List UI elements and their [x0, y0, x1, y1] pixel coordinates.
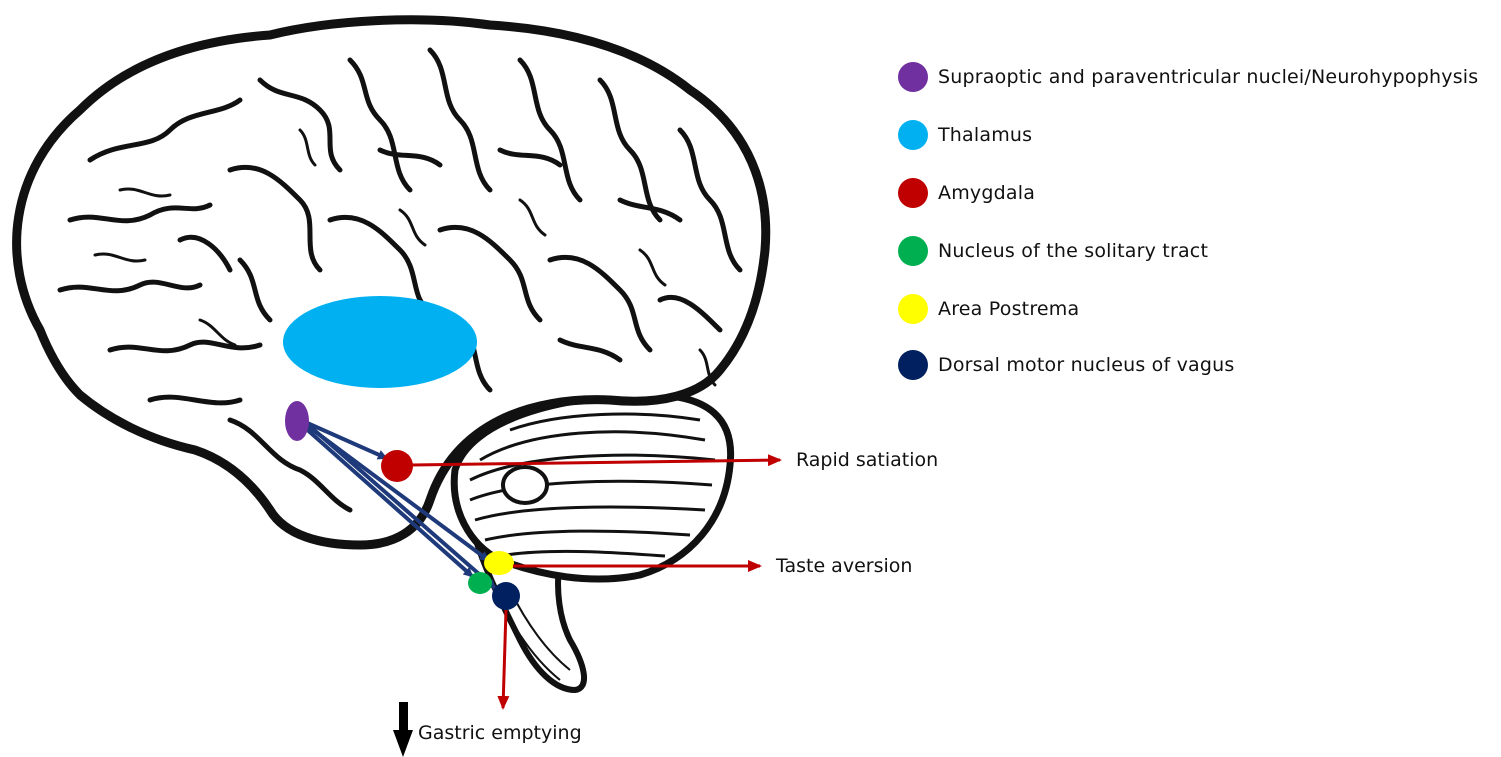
legend-item-thalamus: Thalamus	[898, 118, 1032, 152]
cyan-circle-icon	[898, 120, 928, 150]
legend-label: Area Postrema	[938, 298, 1080, 320]
amygdala-marker	[381, 450, 413, 482]
thalamus-region	[283, 296, 477, 388]
outcome-rapid-satiation: Rapid satiation	[796, 449, 939, 471]
green-circle-icon	[898, 236, 928, 266]
supraoptic-nucleus-marker	[285, 401, 309, 441]
cerebrum	[12, 15, 771, 550]
output-arrows	[411, 454, 782, 710]
legend-label: Supraoptic and paraventricular nuclei/Ne…	[938, 66, 1479, 88]
cerebellum	[450, 391, 735, 583]
legend-label: Nucleus of the solitary tract	[938, 240, 1209, 262]
legend-item-area-postrema: Area Postrema	[898, 292, 1079, 326]
arrow-to-amygdala	[304, 420, 388, 460]
arrow-gastric-emptying	[497, 609, 510, 710]
arrow-to-solitary-tract	[301, 424, 474, 578]
legend-item-solitary-tract: Nucleus of the solitary tract	[898, 234, 1208, 268]
outcome-gastric-emptying: Gastric emptying	[418, 722, 582, 744]
area-postrema-marker	[484, 551, 514, 575]
legend-item-dorsal-motor: Dorsal motor nucleus of vagus	[898, 348, 1235, 382]
purple-circle-icon	[898, 62, 928, 92]
arrow-rapid-satiation	[411, 454, 782, 467]
red-circle-icon	[898, 178, 928, 208]
legend-label: Dorsal motor nucleus of vagus	[938, 354, 1235, 376]
navy-circle-icon	[898, 350, 928, 380]
legend-label: Thalamus	[938, 124, 1033, 146]
solitary-tract-marker	[468, 572, 492, 594]
legend-item-supraoptic: Supraoptic and paraventricular nuclei/Ne…	[898, 60, 1478, 94]
yellow-circle-icon	[898, 294, 928, 324]
dorsal-motor-nucleus-marker	[492, 582, 520, 610]
legend-item-amygdala: Amygdala	[898, 176, 1035, 210]
pathway-arrows	[301, 420, 497, 590]
arrow-to-dorsal-motor-nucleus	[303, 420, 497, 590]
outcome-taste-aversion: Taste aversion	[776, 555, 913, 577]
legend-label: Amygdala	[938, 182, 1036, 204]
decrease-arrow-icon	[393, 702, 413, 757]
